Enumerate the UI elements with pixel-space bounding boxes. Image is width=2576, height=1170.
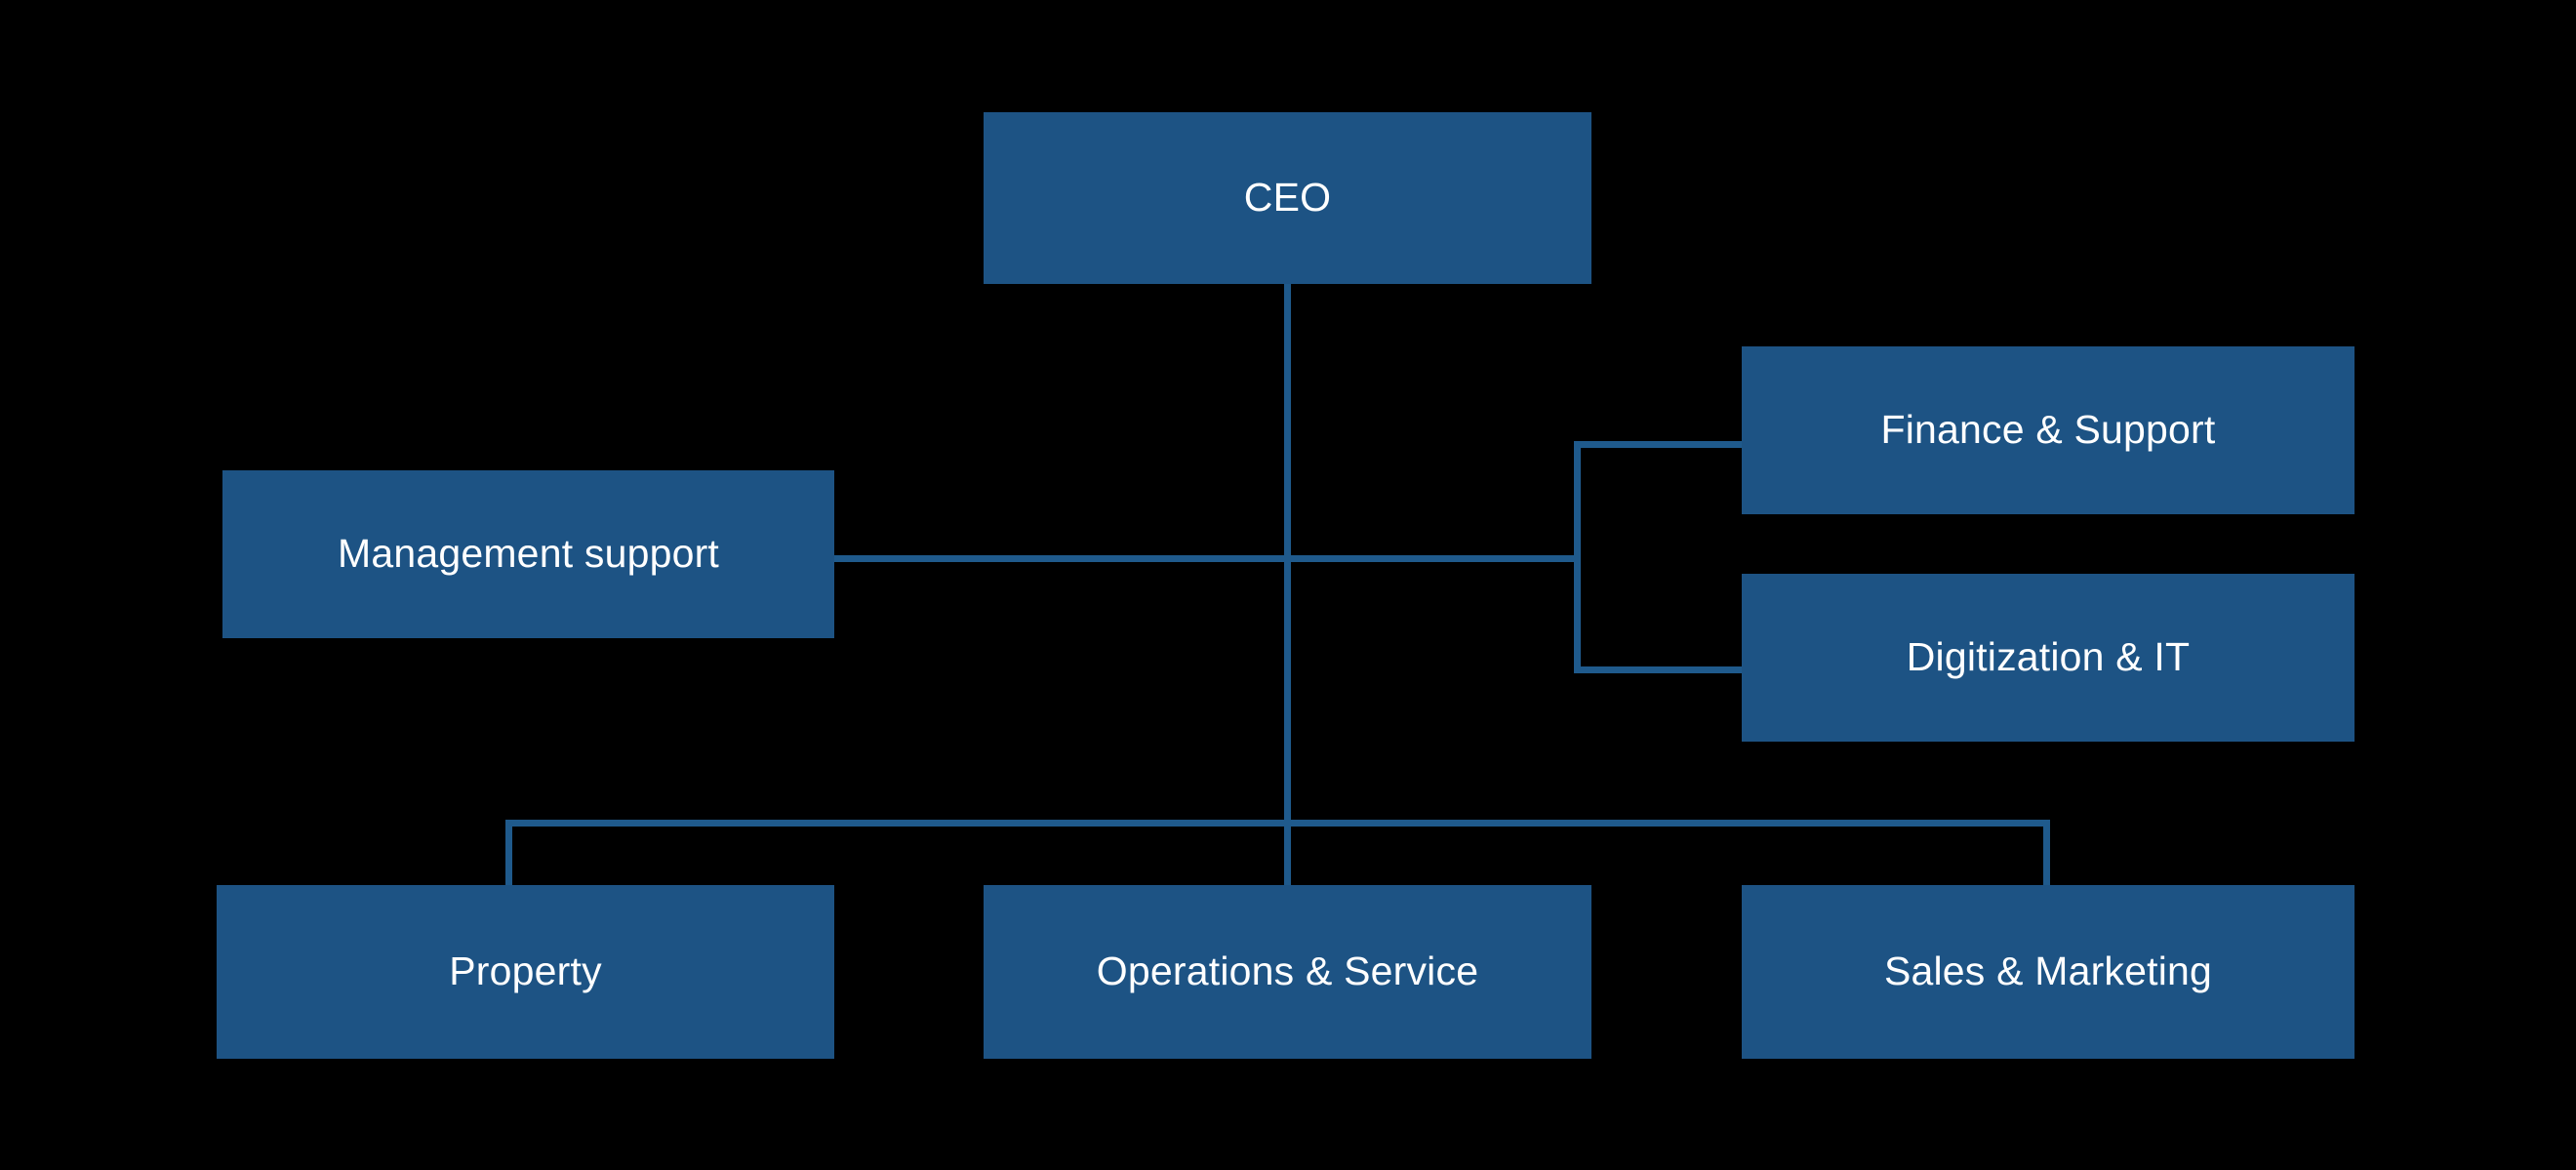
- connector-digitization-horizontal: [1574, 666, 1746, 673]
- org-node-sales-marketing[interactable]: Sales & Marketing: [1742, 885, 2355, 1059]
- connector-management-horizontal: [832, 555, 1578, 562]
- org-node-digitization-it-label: Digitization & IT: [1906, 634, 2191, 680]
- connector-finance-horizontal: [1574, 441, 1746, 448]
- connector-right-bracket-vertical: [1574, 441, 1581, 673]
- org-node-management-support[interactable]: Management support: [222, 470, 834, 638]
- org-node-property-label: Property: [449, 948, 602, 994]
- org-node-sales-marketing-label: Sales & Marketing: [1883, 948, 2213, 994]
- connector-bottom-bus-horizontal: [505, 820, 2050, 827]
- org-node-operations-service[interactable]: Operations & Service: [984, 885, 1591, 1059]
- org-node-operations-service-label: Operations & Service: [1096, 948, 1479, 994]
- org-node-finance-support-label: Finance & Support: [1880, 407, 2216, 453]
- org-node-property[interactable]: Property: [217, 885, 834, 1059]
- org-node-digitization-it[interactable]: Digitization & IT: [1742, 574, 2355, 742]
- org-node-management-support-label: Management support: [337, 531, 720, 577]
- org-node-ceo[interactable]: CEO: [984, 112, 1591, 284]
- org-node-ceo-label: CEO: [1243, 175, 1332, 221]
- connector-ceo-spine: [1284, 281, 1291, 888]
- connector-sales-vertical: [2043, 820, 2050, 888]
- connector-property-vertical: [505, 820, 512, 888]
- org-node-finance-support[interactable]: Finance & Support: [1742, 346, 2355, 514]
